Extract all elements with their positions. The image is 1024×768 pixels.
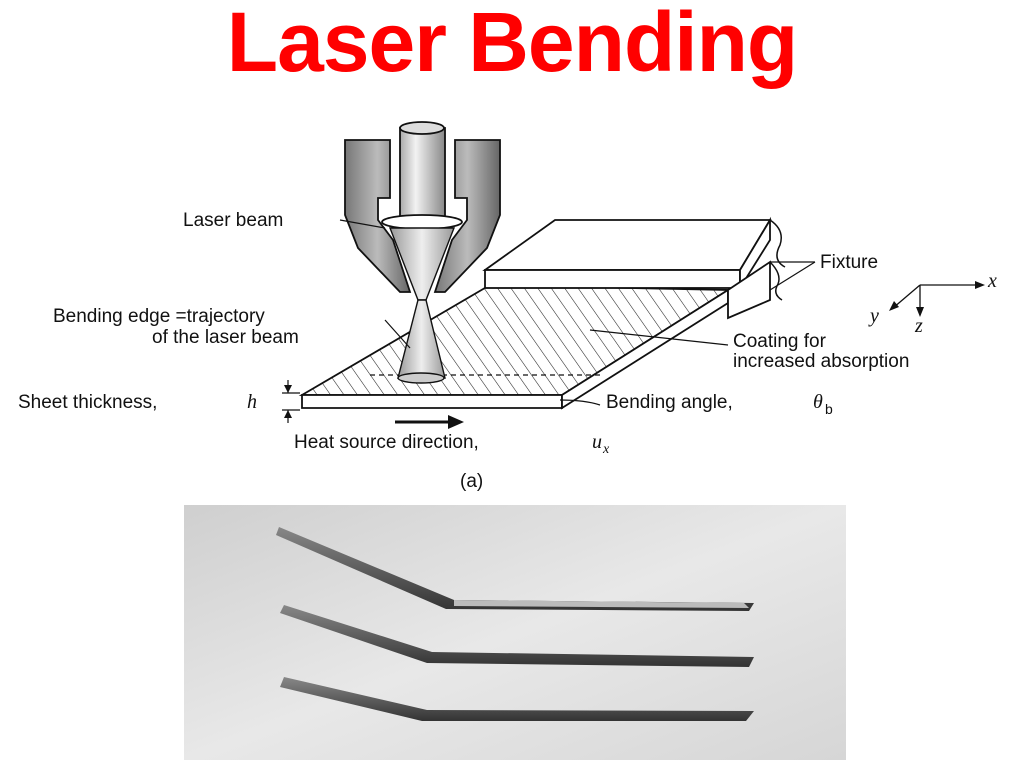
bent-strip-2 xyxy=(280,605,754,667)
heat-source-subscript: x xyxy=(602,442,610,457)
bent-strips-photo xyxy=(184,505,846,760)
bending-angle-subscript: b xyxy=(825,401,833,417)
axis-triad xyxy=(892,284,980,312)
bending-angle-symbol: θ xyxy=(813,391,823,413)
page-title: Laser Bending xyxy=(226,0,798,89)
fixture-label: Fixture xyxy=(820,252,878,273)
coating-label-line2: increased absorption xyxy=(733,351,909,372)
laser-nozzle xyxy=(344,121,501,384)
sheet-thickness-label: Sheet thickness, xyxy=(18,392,157,413)
coating-label-line1: Coating for xyxy=(733,331,827,352)
figure-caption: (a) xyxy=(460,471,483,492)
bent-strip-1 xyxy=(276,527,754,611)
bending-edge-label-line1: Bending edge =trajectory xyxy=(53,306,265,327)
axis-x-label: x xyxy=(987,270,997,292)
axis-z-label: z xyxy=(914,315,923,337)
bending-edge-label-line2: of the laser beam xyxy=(152,327,299,348)
fixture xyxy=(482,216,786,320)
laser-bending-diagram: Laser beam Bending edge =trajectory of t… xyxy=(18,121,997,492)
bent-strip-3 xyxy=(280,677,754,721)
bending-angle-label: Bending angle, xyxy=(606,392,733,413)
heat-source-symbol: u xyxy=(592,431,602,453)
sheet-thickness-symbol: h xyxy=(247,391,257,413)
heat-source-label: Heat source direction, xyxy=(294,432,479,453)
sheet-plate xyxy=(298,284,732,410)
laser-beam-label: Laser beam xyxy=(183,210,283,231)
heat-source-arrow xyxy=(395,415,464,429)
axis-y-label: y xyxy=(868,305,879,327)
